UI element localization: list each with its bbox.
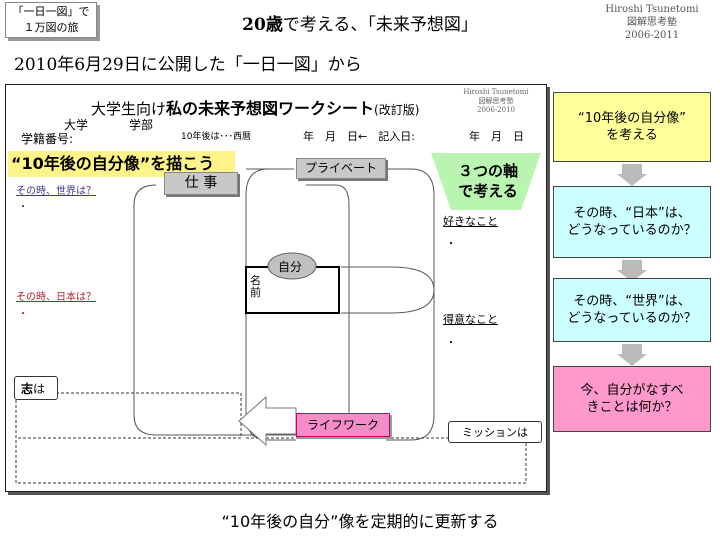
name-label[interactable]: 名前 (250, 274, 261, 299)
aspiration-dashed-area (15, 392, 527, 484)
world-bullet[interactable]: ・ (18, 202, 28, 213)
flow-step-3-line-2: どうなっているのか？ (567, 311, 697, 326)
worksheet-title-prefix: 大学生向け (91, 100, 167, 118)
flow-arrow-3-stem (622, 344, 642, 354)
flow-step-1-line-1: “10年後の自分像” (577, 111, 686, 126)
work-tag: 仕 事 (164, 172, 238, 195)
badge-line-1: 「一日一図」で (12, 5, 90, 18)
student-id-field[interactable]: 学籍番号: (21, 132, 74, 146)
worksheet-author-years: 2006-2010 (477, 106, 515, 114)
aspiration-label-rest: は (33, 382, 46, 396)
flow-arrow-3-icon (617, 354, 647, 366)
ten-years-label: 10年後は･･･西暦 (181, 132, 251, 142)
flow-step-4: 今、自分がなすべきことは何か？ (553, 366, 711, 432)
japan-bullet[interactable]: ・ (18, 309, 28, 320)
slide-subtitle: 2010年6月29日に公開した「一日一図」から (14, 55, 362, 75)
self-label: 自分 (278, 260, 303, 274)
fill-date-fields[interactable]: 年 月 日 (469, 130, 524, 143)
axes-label-line-2: で考える (458, 182, 518, 200)
flow-step-4-line-2: きことは何か？ (586, 400, 678, 415)
flow-step-3-line-1: その時、“世界”は、 (573, 294, 691, 309)
flow-step-1: “10年後の自分像” を考える (553, 92, 711, 162)
author-years: 2006-2011 (624, 30, 680, 41)
badge-line-2: １万図の旅 (23, 21, 79, 34)
mission-scroll: ミッションは (448, 421, 542, 443)
lifework-outline (341, 266, 435, 314)
date-fields[interactable]: 年 月 日← 記入日: (303, 130, 415, 143)
strengths-bullet[interactable]: ・ (446, 338, 456, 349)
flow-step-1-line-2: を考える (606, 128, 658, 143)
lifework-tag: ライフワーク (296, 413, 390, 437)
series-badge: 「一日一図」で １万図の旅 (5, 2, 97, 38)
flow-step-2: その時、“日本”は、どうなっているのか？ (553, 186, 711, 258)
worksheet-title-suffix: (改訂版) (374, 103, 420, 117)
flow-step-3: その時、“世界”は、どうなっているのか？ (553, 278, 711, 342)
worksheet-title-main: 私の未来予想図ワークシート (166, 99, 375, 118)
axes-trapezoid (431, 153, 541, 210)
author-credit: Hiroshi Tsunetomi 図解思考塾 2006-2011 (592, 3, 712, 42)
private-tag: プライベート (296, 158, 386, 179)
flow-arrow-1-stem (622, 164, 642, 174)
slide-title: 20歳で考える、「未来予想図」 (0, 10, 720, 35)
headline-banner: “10年後の自分像”を描こう (8, 151, 235, 177)
world-question: その時、世界は？ (16, 186, 96, 197)
flow-step-2-line-1: その時、“日本”は、 (573, 206, 691, 221)
self-ellipse (267, 252, 317, 280)
aspiration-scroll: 志は (14, 376, 58, 400)
slide-title-bold: 20歳 (242, 15, 283, 35)
flow-step-2-line-2: どうなっているのか？ (567, 223, 697, 238)
author-org: 図解思考塾 (627, 17, 677, 28)
slide-title-rest: で考える、「未来予想図」 (282, 15, 478, 35)
worksheet-author-name: Hiroshi Tsunetomi (463, 88, 529, 96)
worksheet: 大学生向け私の未来予想図ワークシート(改訂版) Hiroshi Tsunetom… (5, 84, 547, 492)
slide-footer: “10年後の自分”像を定期的に更新する (221, 512, 499, 531)
likes-bullet[interactable]: ・ (446, 239, 456, 250)
likes-label: 好きなこと (443, 215, 498, 228)
worksheet-author-org: 図解思考塾 (478, 97, 514, 105)
axes-label: ３つの軸 で考える (448, 161, 528, 201)
university-field[interactable]: 大学 (64, 118, 89, 132)
strengths-label: 得意なこと (443, 313, 498, 326)
faculty-field[interactable]: 学部 (129, 118, 154, 132)
left-arrow-icon (238, 395, 297, 447)
author-name: Hiroshi Tsunetomi (605, 4, 699, 15)
japan-question: その時、日本は？ (16, 292, 96, 303)
flow-arrow-1-icon (617, 174, 647, 186)
worksheet-author: Hiroshi Tsunetomi 図解思考塾 2006-2010 (456, 88, 536, 115)
flow-arrow-2-stem (622, 260, 642, 270)
axes-label-line-1: ３つの軸 (457, 162, 518, 180)
aspiration-label-bold: 志 (21, 382, 34, 396)
worksheet-title: 大学生向け私の未来予想図ワークシート(改訂版) (91, 95, 419, 119)
flow-step-4-line-1: 今、自分がなすべ (580, 383, 684, 398)
